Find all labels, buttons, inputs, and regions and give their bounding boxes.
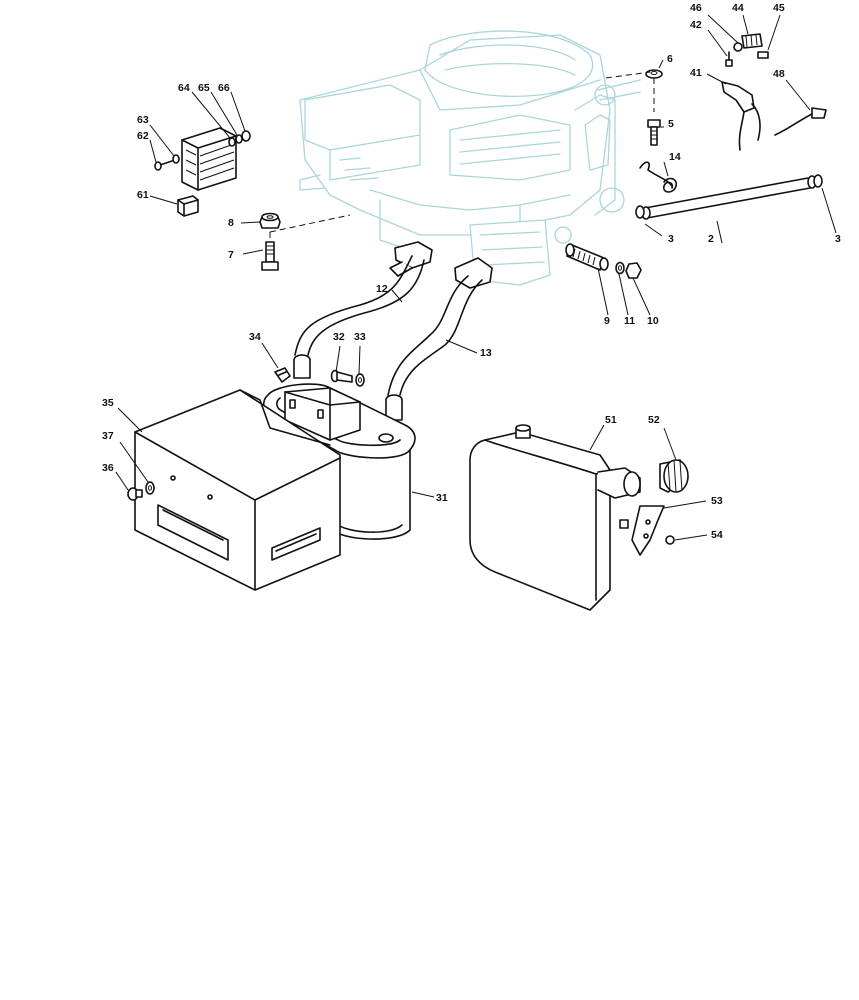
callout-54: 54 — [711, 529, 723, 541]
callout-11: 11 — [624, 315, 635, 327]
callout-10: 10 — [647, 315, 659, 327]
callout-66: 66 — [218, 82, 230, 94]
part-64-washer — [228, 137, 236, 147]
part-5-bolt — [647, 119, 661, 146]
part-2-fuel-hose — [641, 175, 817, 220]
callout-34: 34 — [249, 331, 261, 343]
part-9-fitting — [565, 243, 609, 271]
part-44-knob — [741, 33, 763, 49]
callout-labels: 2 3 3 5 6 7 8 9 10 11 12 13 14 31 32 33 … — [102, 2, 841, 541]
callout-42: 42 — [690, 19, 702, 31]
part-11-washer — [615, 261, 625, 275]
engine-outline — [299, 30, 641, 286]
callout-6: 6 — [667, 53, 673, 65]
callout-32: 32 — [333, 331, 345, 343]
callout-35: 35 — [102, 397, 114, 409]
callout-2: 2 — [708, 233, 714, 245]
leader-lines — [115, 14, 837, 541]
callout-53: 53 — [711, 495, 723, 507]
part-46-washer — [733, 42, 743, 52]
callout-63: 63 — [137, 114, 149, 126]
callout-36: 36 — [102, 462, 114, 474]
part-33-washer — [355, 373, 365, 387]
callout-13: 13 — [480, 347, 492, 359]
part-34-clip — [274, 367, 291, 383]
part-regulator — [181, 127, 237, 191]
callout-14: 14 — [669, 151, 681, 163]
part-12-exhaust-pipe — [293, 241, 433, 379]
callout-41: 41 — [690, 67, 702, 79]
callout-8: 8 — [228, 217, 234, 229]
callout-9: 9 — [604, 315, 610, 327]
part-53-bracket — [619, 505, 665, 556]
part-62-screw — [154, 160, 173, 171]
part-10-cap-nut — [625, 262, 642, 279]
part-65-washer — [235, 134, 243, 144]
callout-48: 48 — [773, 68, 785, 80]
part-61-relay — [177, 195, 199, 217]
part-31-muffler — [262, 383, 416, 540]
part-6-nut — [645, 69, 663, 79]
callout-61: 61 — [137, 189, 149, 201]
part-41-throttle-bracket — [721, 81, 761, 151]
callout-44: 44 — [732, 2, 744, 14]
part-63-washer — [172, 154, 180, 164]
part-48-cable-end — [774, 107, 827, 136]
part-13-exhaust-pipe — [385, 257, 493, 421]
callout-3-right: 3 — [835, 233, 841, 245]
part-45-screw — [757, 51, 769, 59]
callout-33: 33 — [354, 331, 366, 343]
callout-65: 65 — [198, 82, 210, 94]
part-54-nut — [665, 535, 675, 545]
part-3-hose-clamp-right — [813, 174, 823, 188]
callout-62: 62 — [137, 130, 149, 142]
part-37-washer — [145, 481, 155, 495]
callout-7: 7 — [228, 249, 234, 261]
callout-37: 37 — [102, 430, 114, 442]
part-51-fuel-tank — [469, 424, 641, 611]
callout-5: 5 — [668, 118, 674, 130]
callout-31: 31 — [436, 492, 448, 504]
part-35-heat-shield — [134, 389, 341, 591]
callout-51: 51 — [605, 414, 617, 426]
part-3-hose-clamp-left — [635, 205, 645, 219]
part-32-bolt — [330, 369, 353, 383]
callout-3-left: 3 — [668, 233, 674, 245]
callout-45: 45 — [773, 2, 785, 14]
part-8-nut — [259, 212, 281, 229]
part-36-bolt — [127, 487, 143, 501]
part-66-nut — [241, 130, 251, 142]
callout-64: 64 — [178, 82, 190, 94]
callout-12: 12 — [376, 283, 388, 295]
callout-46: 46 — [690, 2, 702, 14]
part-52-fuel-cap — [659, 459, 689, 493]
part-14-spring-clip — [639, 161, 678, 193]
part-7-bolt — [261, 241, 279, 271]
callout-52: 52 — [648, 414, 660, 426]
part-42-screw — [725, 51, 733, 67]
